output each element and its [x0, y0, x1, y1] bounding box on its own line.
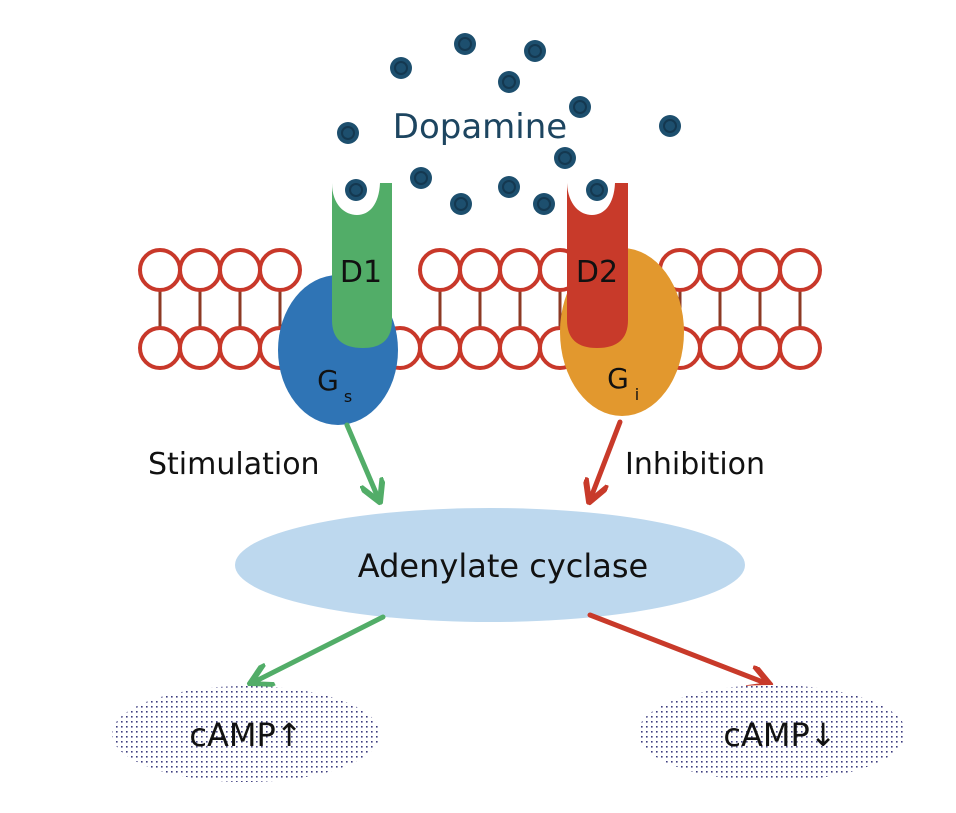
dopamine-molecule-core — [341, 126, 355, 140]
lipid-head — [258, 248, 302, 292]
dopamine-molecule — [498, 71, 520, 93]
gs-subscript: s — [344, 387, 352, 406]
gs-label: G — [317, 364, 339, 397]
dopamine-molecule-core — [528, 44, 542, 58]
dopamine-molecule-core — [573, 100, 587, 114]
dopamine-molecule-core — [414, 171, 428, 185]
inhibition-arrow — [590, 419, 623, 500]
dopamine-molecule — [533, 193, 555, 215]
dopamine-molecule — [410, 167, 432, 189]
dopamine-molecule — [450, 193, 472, 215]
dopamine-molecule-core — [349, 183, 363, 197]
lipid-head — [498, 326, 542, 370]
adenylate-cyclase — [235, 508, 745, 622]
camp-decrease-label: cAMP↓ — [723, 716, 836, 754]
dopamine-molecule — [337, 122, 359, 144]
dopamine-molecule-core — [663, 119, 677, 133]
d1-label: D1 — [340, 255, 382, 290]
dopamine-molecules — [337, 33, 681, 215]
stimulation-arrow — [344, 422, 379, 500]
stimulation-label: Stimulation — [148, 447, 320, 482]
lipid-head — [178, 248, 222, 292]
dopamine-molecule — [569, 96, 591, 118]
dopamine-molecule-core — [558, 151, 572, 165]
dopamine-molecule — [390, 57, 412, 79]
dopamine-molecule-core — [394, 61, 408, 75]
camp-increase-label: cAMP↑ — [189, 716, 302, 754]
d1-receptor — [332, 183, 392, 348]
dopamine-molecule-core — [502, 180, 516, 194]
lipid-head — [458, 248, 502, 292]
lipid-head — [738, 326, 782, 370]
camp-decrease-cloud — [638, 685, 906, 781]
dopamine-molecule — [554, 147, 576, 169]
d2-receptor — [567, 183, 628, 348]
lipid-head — [418, 326, 462, 370]
lipid-head — [458, 326, 502, 370]
lipid-head — [418, 248, 462, 292]
lipid-head — [138, 326, 182, 370]
lipid-head — [178, 326, 222, 370]
dopamine-label: Dopamine — [393, 107, 567, 147]
dopamine-molecule — [498, 176, 520, 198]
dopamine-molecule-core — [458, 37, 472, 51]
lipid-head — [698, 326, 742, 370]
dopamine-molecule-core — [502, 75, 516, 89]
gi-label: G — [607, 362, 629, 395]
dopamine-molecule-core — [454, 197, 468, 211]
lipid-head — [218, 248, 262, 292]
decrease-arrow — [587, 612, 768, 684]
lipid-head — [778, 248, 822, 292]
d2-label: D2 — [576, 255, 618, 290]
lipid-head — [218, 326, 262, 370]
increase-arrow — [252, 614, 386, 683]
dopamine-molecule — [454, 33, 476, 55]
inhibition-label: Inhibition — [625, 447, 765, 482]
lipid-head — [698, 248, 742, 292]
camp-increase-cloud — [112, 686, 380, 782]
dopamine-molecule — [524, 40, 546, 62]
lipid-head — [498, 248, 542, 292]
lipid-head — [738, 248, 782, 292]
dopamine-molecule — [345, 179, 367, 201]
lipid-bilayer — [138, 248, 822, 370]
adenylate-cyclase-label: Adenylate cyclase — [358, 547, 648, 585]
dopamine-molecule — [659, 115, 681, 137]
dopamine-molecule-core — [590, 183, 604, 197]
gi-subscript: i — [635, 385, 639, 404]
lipid-head — [138, 248, 182, 292]
dopamine-molecule-core — [537, 197, 551, 211]
lipid-head — [778, 326, 822, 370]
dopamine-molecule — [586, 179, 608, 201]
